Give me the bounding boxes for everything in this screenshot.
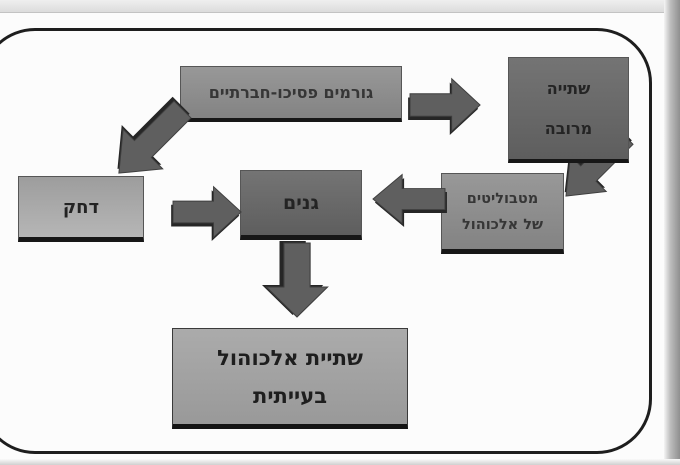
node-stress: דחק	[18, 176, 144, 242]
node-genes: גנים	[240, 170, 362, 240]
node-heavy-drinking-label-line1: שתייה	[546, 78, 591, 98]
arrow-down-genes-to-problem-icon	[262, 241, 332, 319]
node-psychosocial-factors: גורמים פסיכו-חברתיים	[180, 66, 402, 122]
node-genes-label: גנים	[283, 192, 319, 214]
node-problem-drinking-label-line2: בעייתית	[252, 383, 328, 408]
node-alcohol-metabolites-label-line1: מטבוליטים	[466, 190, 539, 207]
node-psychosocial-label: גורמים פסיכו-חברתיים	[208, 83, 374, 102]
arrow-left-metabolites-to-genes-icon	[371, 171, 447, 227]
node-heavy-drinking: שתייה מרובה	[508, 57, 629, 163]
node-stress-label: דחק	[62, 196, 100, 218]
node-heavy-drinking-label-line2: מרובה	[544, 119, 593, 139]
arrow-right-stress-to-genes-icon	[171, 183, 243, 241]
page-edge-right	[664, 0, 680, 465]
arrow-right-psychosocial-to-heavy-icon	[408, 75, 482, 135]
node-problem-drinking-label-line1: שתיית אלכוהול	[217, 345, 363, 370]
arrow-down-left-psychosocial-to-stress-icon	[96, 88, 205, 197]
node-alcohol-metabolites-label-line2: של אלכוהול	[461, 216, 544, 233]
node-alcohol-metabolites: מטבוליטים של אלכוהול	[441, 173, 564, 254]
page-edge-top	[0, 0, 680, 13]
page-edge-bottom	[0, 459, 680, 465]
node-problem-drinking: שתיית אלכוהול בעייתית	[172, 328, 408, 429]
diagram-frame	[0, 28, 652, 454]
